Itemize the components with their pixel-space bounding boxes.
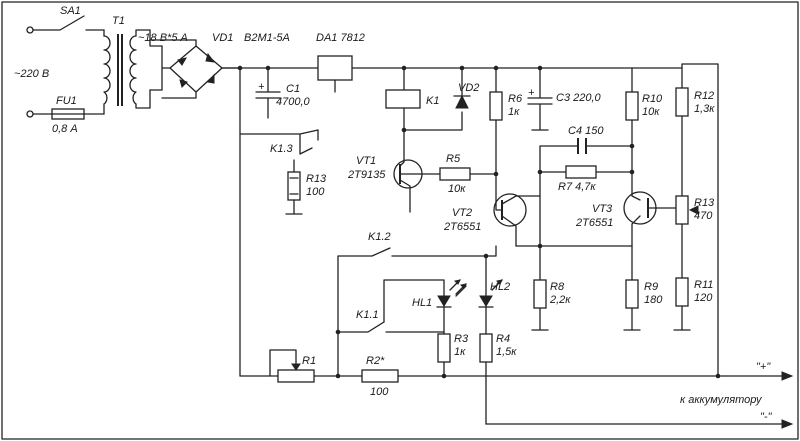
resistor-r11 — [675, 277, 689, 307]
label-r4-value: 1,5к — [496, 346, 517, 358]
capacitor-c4: C4 150 — [539, 125, 633, 191]
led-hl1: HL1 — [412, 279, 467, 335]
label-r8-value: 2,2к — [549, 294, 571, 306]
c1-plus: + — [258, 81, 265, 93]
mains-input: ~220 В SA1 FU1 0,8 А — [14, 5, 105, 135]
label-r13b-value: 470 — [694, 210, 713, 222]
label-r13b: R13 — [694, 197, 715, 209]
resistor-r13 — [675, 195, 689, 225]
label-hl2: HL2 — [490, 281, 510, 293]
label-r13a-value: 100 — [306, 186, 325, 198]
label-k1-3: K1.3 — [270, 143, 294, 155]
label-fu1-value: 0,8 А — [52, 123, 78, 135]
c3-plus: + — [528, 87, 535, 99]
label-r1: R1 — [302, 355, 316, 367]
label-vt3: VT3 — [592, 203, 613, 215]
label-vt2: VT2 — [452, 207, 472, 219]
transistor-vt3: VT3 2Т6551 — [575, 189, 683, 247]
relay-contact-k1-3: K1.3 R13 100 — [239, 129, 327, 215]
label-k1: K1 — [426, 95, 439, 107]
label-r10-value: 10к — [642, 106, 660, 118]
resistor-r5: R5 10к — [419, 153, 499, 195]
label-fu1: FU1 — [56, 95, 77, 107]
label-k1-2: K1.2 — [368, 231, 391, 243]
label-c3: C3 220,0 — [556, 92, 602, 104]
label-r13a: R13 — [306, 173, 327, 185]
label-plus: "+" — [756, 361, 771, 373]
label-r10: R10 — [642, 93, 663, 105]
label-r11: R11 — [694, 279, 713, 291]
resistor-r2: R2* 100 — [335, 355, 721, 398]
battery-terminals: "+" к аккумулятору "-" — [485, 361, 794, 429]
label-vd1-type: В2М1-5А — [244, 32, 290, 44]
label-battery: к аккумулятору — [680, 394, 763, 406]
resistor-r4: R4 1,5к — [479, 333, 517, 425]
label-c1: C1 — [286, 83, 300, 95]
resistor-r3: R3 1к — [437, 333, 469, 377]
label-r2-value: 100 — [370, 386, 389, 398]
relay-k1: K1 VD2 — [385, 67, 479, 133]
label-r8: R8 — [550, 281, 565, 293]
label-k1-1: K1.1 — [356, 309, 379, 321]
label-vd1: VD1 — [212, 32, 233, 44]
led-hl2: HL2 — [455, 253, 510, 335]
capacitor-c3: + C3 220,0 — [527, 67, 602, 131]
label-r4: R4 — [496, 333, 510, 345]
resistor-r8: R8 2,2к — [531, 195, 571, 331]
label-hl1: HL1 — [412, 297, 432, 309]
label-r6-value: 1к — [508, 106, 520, 118]
bridge-vd1: VD1 В2М1-5А — [149, 29, 290, 99]
label-sa1: SA1 — [60, 5, 81, 17]
transistor-vt1: VT1 2Т9135 — [347, 129, 423, 213]
label-r9-value: 180 — [644, 294, 663, 306]
label-c4: C4 150 — [568, 125, 604, 137]
label-vt3-type: 2Т6551 — [575, 217, 613, 229]
label-r3: R3 — [454, 333, 469, 345]
transformer-t1: T1 ~18 В*5 А — [103, 15, 188, 115]
label-t1: T1 — [112, 15, 125, 27]
divider-right: R12 1,3к R13 470 R11 120 — [673, 63, 719, 377]
regulator-da1: DA1 7812 — [316, 32, 365, 93]
capacitor-c1: + C1 4700,0 — [255, 67, 311, 119]
resistor-r6: R6 1к — [489, 67, 523, 175]
label-c1-value: 4700,0 — [276, 96, 311, 108]
label-vt1-type: 2Т9135 — [347, 169, 386, 181]
label-secondary: ~18 В*5 А — [138, 32, 188, 44]
label-r3-value: 1к — [454, 346, 466, 358]
resistor-r12 — [675, 87, 689, 117]
label-r12-value: 1,3к — [694, 103, 715, 115]
relay-contact-k1-1: K1.1 — [335, 279, 445, 335]
label-vt2-type: 2Т6551 — [443, 221, 481, 233]
label-vd2: VD2 — [458, 82, 479, 94]
resistor-r9: R9 180 — [623, 245, 663, 331]
label-r6: R6 — [508, 93, 523, 105]
label-r7: R7 4,7к — [558, 181, 596, 193]
label-r12: R12 — [694, 90, 714, 102]
label-da1: DA1 7812 — [316, 32, 365, 44]
label-vt1: VT1 — [356, 155, 376, 167]
label-minus: "-" — [760, 411, 773, 423]
label-r2: R2* — [366, 355, 385, 367]
relay-contact-k1-2: K1.2 — [337, 231, 497, 377]
label-r9: R9 — [644, 281, 658, 293]
potentiometer-r1: R1 — [239, 349, 363, 383]
resistor-r10: R10 10к — [625, 67, 663, 191]
label-r5-value: 10к — [448, 183, 466, 195]
resistor-r7: R7 4,7к — [537, 165, 633, 193]
transistor-vt2: VT2 2Т6551 — [443, 173, 541, 247]
label-mains: ~220 В — [14, 68, 49, 80]
label-r5: R5 — [446, 153, 461, 165]
label-r11-value: 120 — [694, 292, 713, 304]
